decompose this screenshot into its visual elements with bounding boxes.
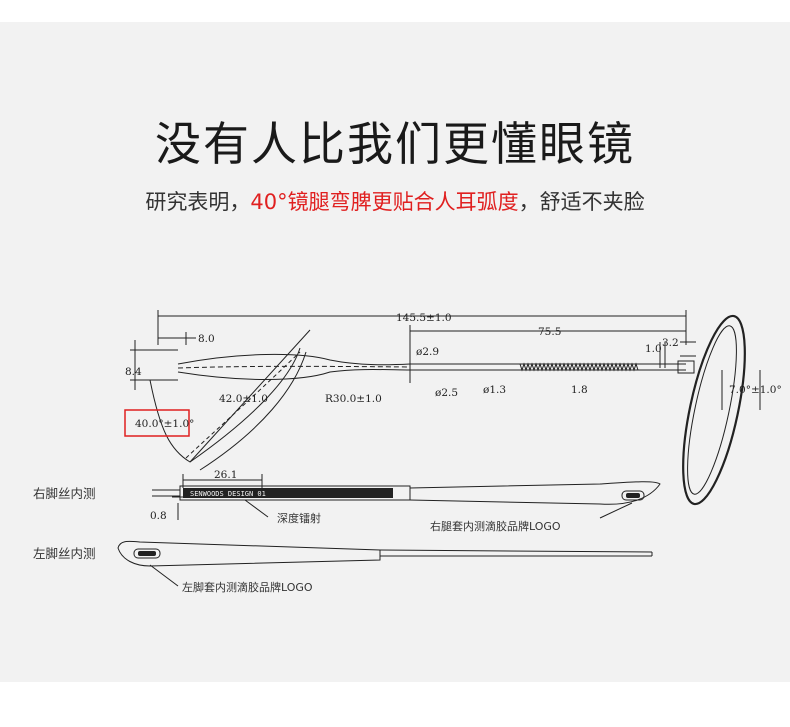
label-segment-75-5: 75.5: [538, 326, 561, 338]
right-engraving-band: [183, 488, 393, 498]
temple-wire-top: [177, 353, 686, 366]
temple-wire-bottom: [177, 369, 686, 380]
lens-rim-inner: [687, 325, 737, 495]
label-tip-offset: 8.0: [198, 333, 215, 345]
label-engrave-length: 26.1: [214, 469, 237, 481]
lens-rim-outer: [682, 314, 746, 506]
label-left-temple: 左脚丝内测: [33, 546, 96, 561]
subtitle-prefix: 研究表明，: [145, 190, 251, 214]
label-hinge-angle: 7.0°±1.0°: [729, 384, 782, 396]
label-radius: R30.0±1.0: [325, 393, 382, 405]
label-right-temple: 右脚丝内测: [33, 486, 96, 501]
label-d-3-2: 3.2: [662, 337, 679, 349]
earpiece-curve-inner: [199, 351, 307, 471]
page-subtitle: 研究表明，40°镜腿弯脾更贴合人耳弧度，舒适不夹脸: [0, 186, 790, 216]
hinge-block: [677, 360, 695, 374]
left-earpiece: [117, 540, 381, 567]
label-diameter-2-5: ø2.5: [435, 387, 458, 399]
label-d-1-0: 1.0: [645, 343, 662, 355]
label-bend-angle: 40.0°±1.0°: [135, 418, 194, 430]
right-earpiece: [409, 481, 661, 505]
right-logo-mark: [621, 490, 645, 501]
label-total-length: 145.5±1.0: [396, 312, 452, 324]
earpiece-curve-outer: [149, 347, 301, 463]
label-curve-length: 42.0±1.0: [219, 393, 268, 405]
bend-angle-highlight-box: [124, 409, 190, 437]
angle-ref-line: [189, 329, 311, 463]
engraved-brand-text: SENWOODS DESIGN 01: [190, 490, 266, 498]
label-right-logo: 右腿套内测滴胶品牌LOGO: [430, 519, 561, 533]
page-title: 没有人比我们更懂眼镜: [155, 117, 635, 171]
temple-centerline: [177, 365, 411, 369]
label-tip-height: 8.4: [125, 366, 142, 378]
label-engraving: 深度镭射: [277, 511, 321, 525]
content-panel: [0, 22, 790, 682]
left-logo-mark: [133, 548, 161, 559]
spring-coil: [519, 362, 639, 372]
subtitle-highlight: 40°镜腿弯脾更贴合人耳弧度: [250, 190, 519, 214]
label-diameter-2-9: ø2.9: [416, 346, 439, 358]
subtitle-suffix: ，舒适不夹脸: [518, 190, 645, 214]
label-engrave-depth: 0.8: [150, 510, 167, 522]
label-d-1-8: 1.8: [571, 384, 588, 396]
label-diameter-1-3: ø1.3: [483, 384, 506, 396]
earpiece-centerline: [185, 351, 301, 459]
label-left-logo: 左脚套内测滴胶品牌LOGO: [182, 580, 313, 594]
